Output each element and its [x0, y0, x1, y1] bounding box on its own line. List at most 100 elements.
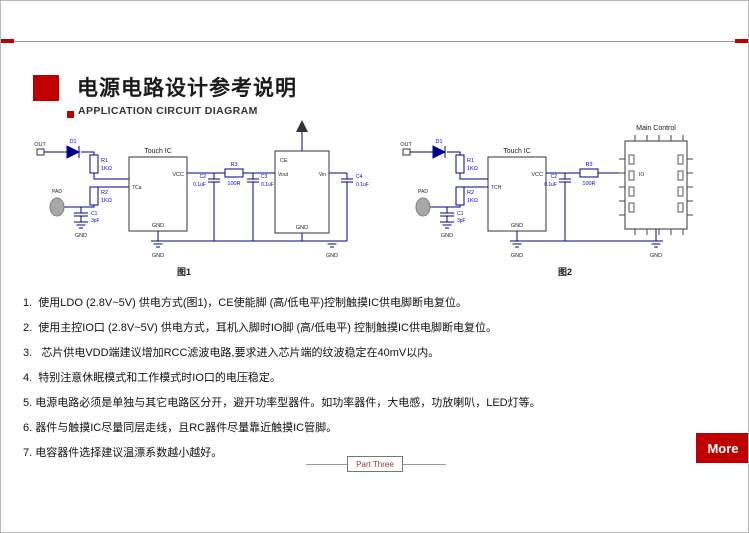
- fig1-c3-value: 0.1uF: [261, 182, 274, 188]
- fig2-ground-right-icon: [648, 240, 664, 248]
- fig2-gnd-left-label: GND: [511, 253, 523, 259]
- fig1-resistor-r2: [89, 186, 99, 206]
- fig1-pad-label: PAD: [52, 189, 62, 195]
- top-divider-line: [1, 41, 748, 42]
- fig2-r1-value: 1KΩ: [467, 166, 478, 172]
- fig1-c2-label: C2: [200, 174, 207, 180]
- fig1-touch-ic-name: Touch IC: [144, 148, 172, 155]
- note-item-3: 3. 芯片供电VDD端建议增加RCC滤波电路,要求进入芯片端的纹波稳定在40mV…: [23, 347, 440, 359]
- figure2-caption: 图2: [558, 267, 572, 277]
- fig2-gnd-right-label: GND: [650, 253, 662, 259]
- fig2-c1-value: 3pF: [457, 218, 466, 224]
- fig1-r2-value: 1KΩ: [101, 198, 112, 204]
- title-red-square: [33, 75, 59, 101]
- fig1-antenna-icon: [296, 120, 308, 132]
- fig1-ldo-ic-body: [274, 150, 330, 234]
- figure2-circuit-diagram: OUT D1 R1 1KΩ R2 1KΩ PAD C1 3pF GND Touc…: [400, 125, 693, 277]
- page-title: 电源电路设计参考说明: [77, 77, 297, 100]
- more-button[interactable]: More: [696, 433, 748, 463]
- fig2-c1-label: C1: [457, 211, 464, 217]
- fig1-ldo-vin: Vin: [319, 172, 326, 178]
- fig1-out-pin: [36, 148, 45, 156]
- fig1-ground-c1-icon: [73, 221, 89, 229]
- fig1-ldo-ce: CE: [280, 158, 288, 164]
- fig2-r3-value: 100R: [582, 181, 595, 187]
- fig2-resistor-r1: [455, 154, 465, 174]
- fig1-ldo-gnd: GND: [296, 225, 308, 231]
- fig2-r3-label: R3: [585, 162, 592, 168]
- fig2-touch-ic-name: Touch IC: [503, 148, 531, 155]
- fig1-d1-label: D1: [69, 139, 76, 145]
- fig2-touch-ic-body: [487, 156, 547, 232]
- fig1-c4-label: C4: [356, 174, 363, 180]
- fig2-pin-tch: TCH: [491, 185, 502, 191]
- fig2-out-pin: [402, 148, 411, 156]
- fig2-mcu-io-pin: IO: [639, 172, 644, 178]
- note-item-5: 5. 电源电路必须是单独与其它电路区分开，避开功率型器件。如功率器件，大电感，功…: [23, 397, 541, 409]
- fig1-pin-gnd: GND: [152, 223, 164, 229]
- fig1-c2-value: 0.1uF: [193, 182, 206, 188]
- fig2-r2-value: 1KΩ: [467, 198, 478, 204]
- fig1-c3-label: C3: [261, 174, 268, 180]
- fig2-d1-label: D1: [435, 139, 442, 145]
- fig2-ground-left-icon: [509, 240, 525, 248]
- fig2-main-control-body: [624, 140, 688, 230]
- fig1-capacitors: [74, 178, 353, 217]
- fig2-r1-label: R1: [467, 158, 474, 164]
- fig1-ground-right-icon: [324, 240, 340, 248]
- fig2-c2-value: 0.1uF: [544, 182, 557, 188]
- note-item-7: 7. 电容器件选择建议温漂系数越小越好。: [23, 447, 223, 459]
- part-three-badge: Part Three: [347, 456, 403, 472]
- fig1-gnd-right-label: GND: [326, 253, 338, 259]
- fig1-gnd-left-label: GND: [152, 253, 164, 259]
- fig1-resistor-r3: [224, 168, 244, 178]
- fig1-gnd-c1-label: GND: [75, 233, 87, 239]
- fig1-c4-value: 0.1uF: [356, 182, 369, 188]
- fig2-gnd-c1-label: GND: [441, 233, 453, 239]
- fig2-capacitors: [440, 178, 571, 217]
- fig1-r3-label: R3: [230, 162, 237, 168]
- fig2-pin-vcc: VCC: [531, 172, 543, 178]
- fig2-wires: [409, 151, 657, 242]
- top-right-red-accent: [735, 39, 748, 43]
- figure1-circuit-diagram: OUT D1 R1 1KΩ R2 1KΩ PAD C1 3pF GND Touc…: [34, 120, 369, 277]
- fig2-pad-label: PAD: [418, 189, 428, 195]
- fig1-ldo-vout: Vout: [278, 172, 289, 178]
- fig1-pin-vcc: VCC: [172, 172, 184, 178]
- fig1-r1-label: R1: [101, 158, 108, 164]
- fig1-c1-label: C1: [91, 211, 98, 217]
- note-item-4: 4. 特别注意休眠模式和工作模式时IO口的电压稳定。: [23, 372, 281, 384]
- note-item-1: 1. 使用LDO (2.8V~5V) 供电方式(图1)，CE使能脚 (高/低电平…: [23, 297, 468, 309]
- fig1-touch-pad: [49, 197, 65, 217]
- fig1-r2-label: R2: [101, 190, 108, 196]
- page-subtitle: APPLICATION CIRCUIT DIAGRAM: [78, 105, 258, 117]
- fig1-pin-tca: TCa: [132, 185, 142, 191]
- note-item-6: 6. 器件与触摸IC尽量同层走线，且RC器件尽量靠近触摸IC管脚。: [23, 422, 338, 434]
- fig1-diode-d1: [66, 145, 81, 159]
- top-left-red-accent: [1, 39, 14, 43]
- fig2-pin-gnd: GND: [511, 223, 523, 229]
- fig2-r2-label: R2: [467, 190, 474, 196]
- fig2-c2-label: C2: [551, 174, 558, 180]
- fig2-main-control-name: Main Control: [636, 125, 676, 132]
- figure1-caption: 图1: [177, 267, 191, 277]
- fig2-main-control-pins: [619, 135, 693, 235]
- fig2-ground-c1-icon: [439, 221, 455, 229]
- fig2-touch-pad: [415, 197, 431, 217]
- fig1-out-label: OUT: [34, 142, 46, 148]
- fig1-c1-value: 3pF: [91, 218, 100, 224]
- circuit-figures: OUT D1 R1 1KΩ R2 1KΩ PAD C1 3pF GND Touc…: [29, 115, 725, 285]
- fig1-r1-value: 1KΩ: [101, 166, 112, 172]
- fig1-touch-ic-body: [128, 156, 188, 232]
- fig2-diode-d1: [432, 145, 447, 159]
- fig1-r3-value: 100R: [227, 181, 240, 187]
- fig1-wires: [43, 131, 348, 242]
- design-notes-list: 1. 使用LDO (2.8V~5V) 供电方式(图1)，CE使能脚 (高/低电平…: [23, 294, 733, 469]
- subtitle-red-square: [67, 111, 74, 118]
- note-item-2: 2. 使用主控IO口 (2.8V~5V) 供电方式，耳机入脚时IO脚 (高/低电…: [23, 322, 497, 334]
- fig2-out-label: OUT: [400, 142, 412, 148]
- fig1-resistor-r1: [89, 154, 99, 174]
- fig1-ground-left-icon: [150, 240, 166, 248]
- fig2-resistor-r2: [455, 186, 465, 206]
